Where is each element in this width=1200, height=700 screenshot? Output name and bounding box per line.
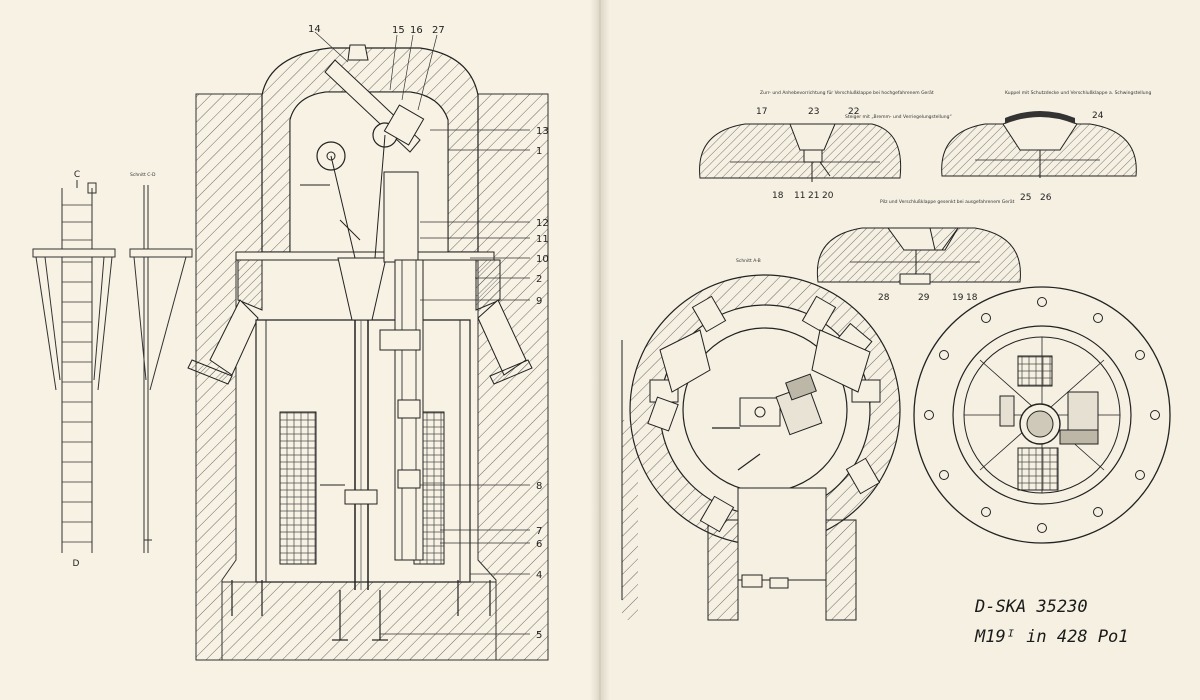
callout-29: 29 [918, 293, 930, 303]
ladder-bottom-label: D [73, 559, 80, 569]
callout-1: 1 [536, 146, 542, 157]
callout-15: 15 [392, 25, 405, 36]
turret-cross-section [187, 31, 549, 661]
callout-26: 26 [1040, 193, 1052, 203]
ladder-side-view [129, 185, 193, 553]
callout-13: 13 [536, 126, 549, 137]
callout-24: 24 [1092, 111, 1104, 121]
callout-22: 22 [848, 107, 859, 117]
callout-7: 7 [536, 526, 542, 537]
callout-6: 6 [536, 539, 542, 550]
callout-11: 11 [536, 234, 549, 245]
callout-4: 4 [536, 570, 542, 581]
callout-27: 27 [432, 25, 445, 36]
callout-9: 9 [536, 296, 542, 307]
book-gutter [590, 0, 610, 700]
left-callouts: 14 15 16 27 13 1 12 11 10 2 9 8 7 6 4 5 [308, 24, 549, 641]
callouts-a: 17 23 22 18 11 21 20 [756, 107, 859, 201]
callout-16: 16 [410, 25, 423, 36]
callout-5: 5 [536, 630, 542, 641]
callout-10: 10 [536, 254, 549, 265]
caption-a: Zurr- und Anhebevorrichtung für Verschlu… [760, 90, 934, 96]
callout-18a: 18 [772, 191, 784, 201]
callout-19: 19 [952, 293, 964, 303]
caption-a-mid: Steiger mit „Bremm- und Verriegelungstel… [845, 114, 952, 120]
ladder-front-view [32, 180, 116, 553]
reference-number-line1: D-SKA 35230 [974, 597, 1088, 617]
callout-23: 23 [808, 107, 819, 117]
section-cd-label: Schnitt C-D [130, 172, 156, 178]
callout-21: 21 [808, 191, 819, 201]
callouts-b: 24 25 26 [1020, 111, 1104, 203]
plan-section-ab [621, 274, 901, 621]
callout-20: 20 [822, 191, 834, 201]
dome-detail-c [816, 227, 1021, 285]
callout-8: 8 [536, 481, 542, 492]
flange-plan-view [913, 286, 1171, 544]
dome-detail-a [699, 123, 902, 182]
dome-detail-b [941, 111, 1137, 178]
ladder-top-label: C [74, 170, 80, 180]
callout-18c: 18 [966, 293, 978, 303]
caption-b: Kuppel mit Schutzdecke und Verschlußklap… [1005, 90, 1151, 96]
callout-25: 25 [1020, 193, 1031, 203]
callout-17: 17 [756, 107, 767, 117]
callout-11a: 11 [794, 191, 805, 201]
callout-12: 12 [536, 218, 549, 229]
caption-c: Pilz und Verschlußklappe gesenkt bei aus… [880, 199, 1015, 205]
callout-14: 14 [308, 24, 321, 35]
callout-28: 28 [878, 293, 890, 303]
reference-number-line2: M19ᴵ in 428 Po1 [974, 627, 1129, 647]
section-ab-label: Schnitt A-B [736, 258, 761, 264]
callout-2: 2 [536, 274, 542, 285]
callouts-c: 28 29 19 18 [878, 293, 978, 303]
